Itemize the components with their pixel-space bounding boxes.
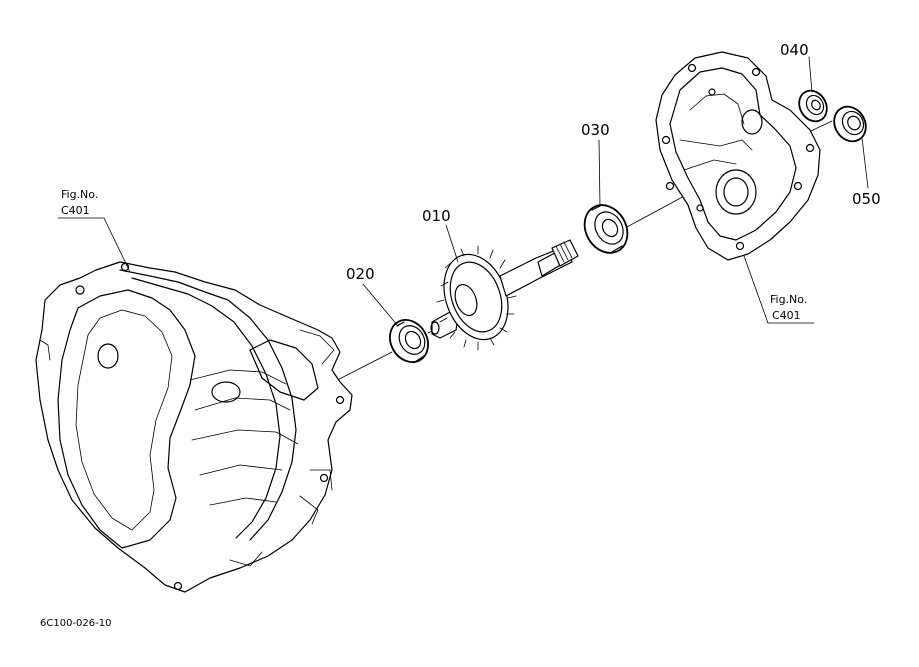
figure-ref-right-label: Fig.No. <box>770 293 807 306</box>
callout-050: 050 <box>852 190 881 208</box>
bearing-020 <box>389 319 429 363</box>
bearing-040 <box>798 89 828 123</box>
left-transmission-case <box>35 261 353 593</box>
callout-030: 030 <box>581 121 610 139</box>
drawing-id: 6C100-026-10 <box>40 618 111 629</box>
callout-010: 010 <box>422 207 451 225</box>
callout-040: 040 <box>780 41 809 59</box>
figure-ref-right-number: C401 <box>772 309 801 322</box>
leader-lines <box>57 56 869 327</box>
bearing-030 <box>583 204 629 254</box>
figure-ref-left-label: Fig.No. <box>61 188 98 201</box>
figure-ref-left: Fig.No. C401 <box>61 188 98 217</box>
figure-ref-right: Fig.No. C401 <box>770 293 807 322</box>
oil-seal-050 <box>833 105 867 143</box>
figure-ref-left-number: C401 <box>61 204 90 217</box>
gear-shaft-010 <box>430 239 579 351</box>
right-transmission-cover <box>655 51 821 261</box>
callout-020: 020 <box>346 265 375 283</box>
